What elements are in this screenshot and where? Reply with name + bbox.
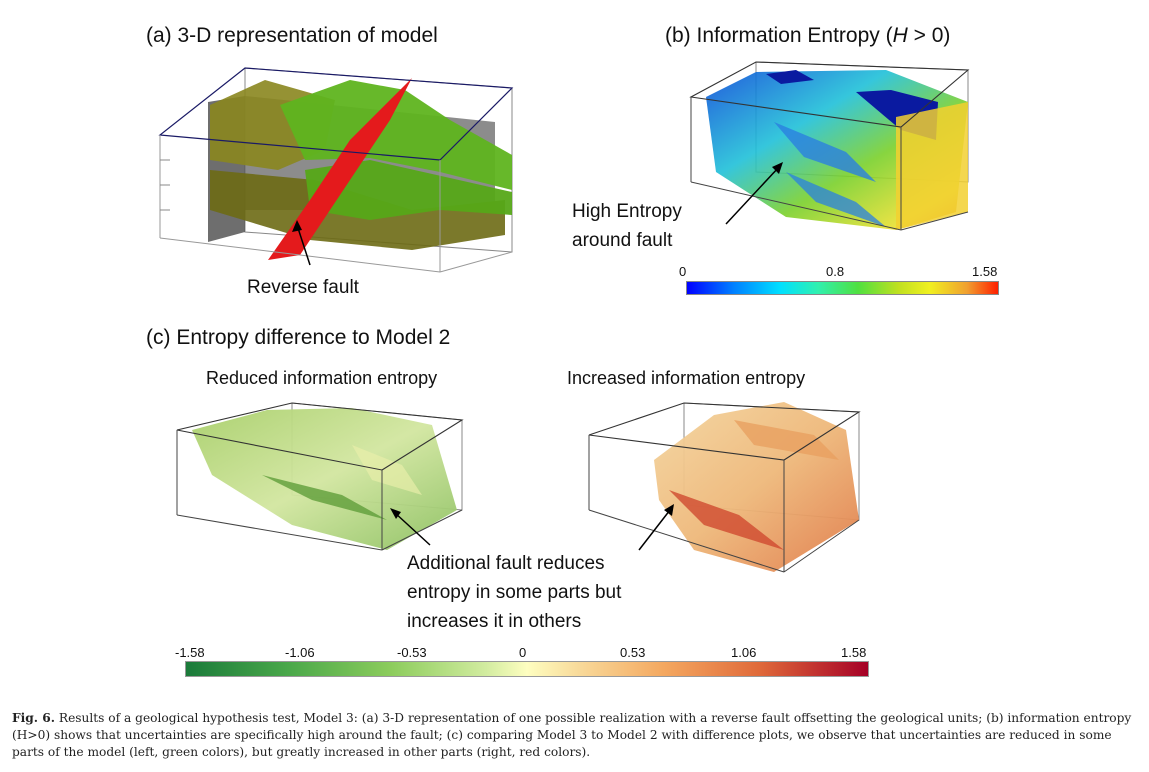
colorbar-c-tick-6: 1.58 (841, 645, 867, 660)
colorbar-b-tick-1: 0.8 (826, 264, 845, 279)
colorbar-c-tick-0: -1.58 (175, 645, 205, 660)
high-entropy-label: High Entropy around fault (572, 201, 682, 251)
colorbar-b (686, 281, 999, 295)
panel-a-title: (a) 3-D representation of model (146, 24, 438, 47)
reverse-fault-label: Reverse fault (247, 277, 359, 298)
additional-fault-label: Additional fault reduces entropy in some… (407, 553, 622, 632)
colorbar-c-tick-1: -1.06 (285, 645, 315, 660)
increased-entropy-label: Increased information entropy (567, 368, 806, 388)
colorbar-c-tick-2: -0.53 (397, 645, 427, 660)
panel-b-title: (b) Information Entropy (H > 0) (665, 24, 951, 47)
panel-c-increased-3d (588, 402, 861, 573)
figure-caption: Fig. 6. Results of a geological hypothes… (12, 711, 1132, 759)
reduced-entropy-label: Reduced information entropy (206, 368, 438, 388)
panel-c-title: (c) Entropy difference to Model 2 (146, 326, 451, 349)
colorbar-b-tick-0: 0 (679, 264, 687, 279)
colorbar-b-tick-2: 1.58 (972, 264, 998, 279)
colorbar-c-tick-5: 1.06 (731, 645, 757, 660)
panel-a-model-3d (158, 67, 514, 273)
colorbar-c (185, 661, 869, 677)
colorbar-c-tick-4: 0.53 (620, 645, 646, 660)
colorbar-c-tick-3: 0 (519, 645, 527, 660)
panel-b-entropy-3d (689, 61, 970, 231)
panel-c-reduced-3d (176, 402, 464, 551)
